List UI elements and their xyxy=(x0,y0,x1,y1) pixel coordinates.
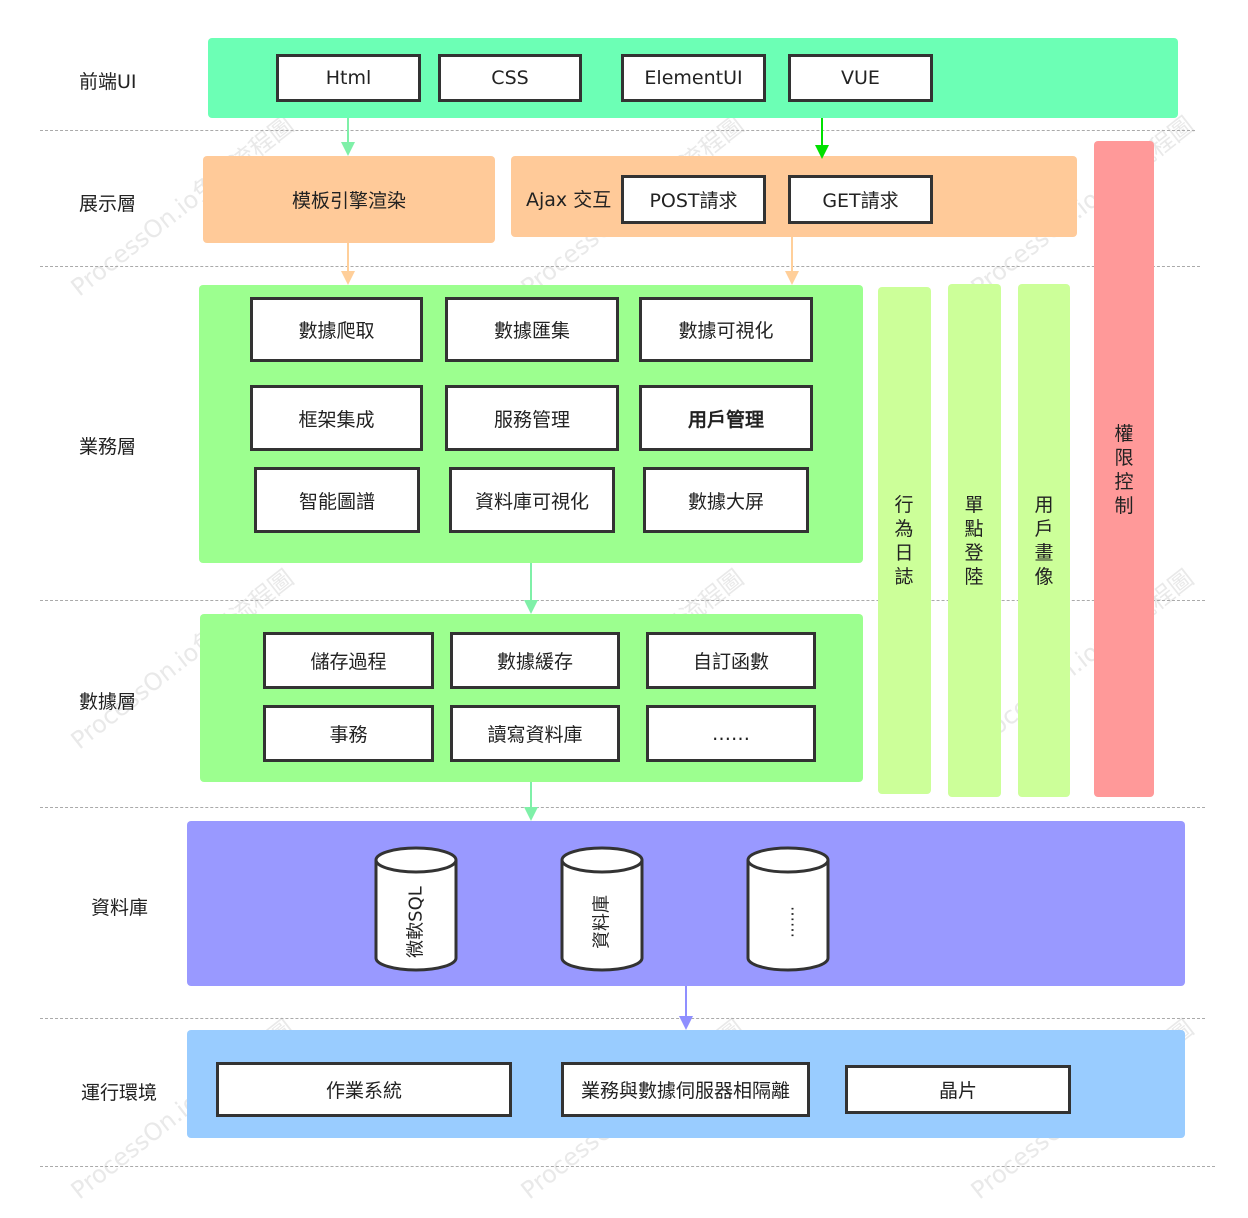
data-layer-item: 讀寫資料庫 xyxy=(450,705,620,762)
frontend-item-vue: VUE xyxy=(788,54,933,102)
get-request-box: GET請求 xyxy=(788,175,933,224)
database-cylinder-more xyxy=(746,846,830,972)
user-profile-label: 用戶畫像 xyxy=(1034,494,1054,588)
business-item: 服務管理 xyxy=(445,385,619,451)
layer-label-presentation: 展示層 xyxy=(79,193,137,215)
data-layer-item: 事務 xyxy=(263,705,434,762)
frontend-item-html: Html xyxy=(276,54,421,102)
data-layer-item: 自訂函數 xyxy=(646,632,816,689)
business-item: 數據大屏 xyxy=(643,467,809,533)
database-panel xyxy=(187,821,1185,986)
business-item: 用戶管理 xyxy=(639,385,813,451)
business-item: 數據匯集 xyxy=(445,297,619,362)
sso-label: 單點登陸 xyxy=(964,494,984,588)
layer-label-frontend: 前端UI xyxy=(79,71,137,93)
database-label-db: 資料庫 xyxy=(592,895,613,949)
arrow-business-to-data xyxy=(524,563,538,614)
separator xyxy=(40,266,1200,267)
arrow-vue-to-get xyxy=(815,118,829,159)
business-item: 智能圖譜 xyxy=(254,467,420,533)
frontend-item-css: CSS xyxy=(438,54,582,102)
database-label-more: …… xyxy=(779,906,798,938)
template-engine-label: 模板引擎渲染 xyxy=(291,190,406,212)
arrow-data-to-database xyxy=(524,782,538,821)
business-item: 資料庫可視化 xyxy=(449,467,615,533)
arrow-html-to-template xyxy=(341,118,355,156)
behavior-log-label: 行為日誌 xyxy=(894,494,914,588)
data-layer-item: 儲存過程 xyxy=(263,632,434,689)
layer-label-runtime: 運行環境 xyxy=(81,1082,158,1104)
layer-label-database: 資料庫 xyxy=(91,897,149,919)
permission-panel xyxy=(1094,141,1154,797)
template-engine-panel xyxy=(203,156,495,243)
database-cylinder-mssql xyxy=(374,846,458,972)
permission-label: 權限控制 xyxy=(1114,423,1134,517)
separator xyxy=(40,130,1195,131)
database-cylinder-db xyxy=(560,846,644,972)
separator xyxy=(40,1166,1215,1167)
data-layer-item: …… xyxy=(646,705,816,762)
business-item: 框架集成 xyxy=(250,385,423,451)
runtime-item: 晶片 xyxy=(845,1065,1071,1114)
frontend-item-elementui: ElementUI xyxy=(621,54,766,102)
layer-label-data: 數據層 xyxy=(79,691,137,713)
database-label-mssql: 微軟SQL xyxy=(406,886,427,958)
arrow-ajax-to-business xyxy=(785,237,799,285)
layer-label-business: 業務層 xyxy=(79,436,137,458)
separator xyxy=(40,600,1205,601)
runtime-item: 作業系統 xyxy=(216,1062,512,1117)
behavior-log-panel xyxy=(878,287,931,794)
separator xyxy=(40,1018,1205,1019)
arrow-template-to-business xyxy=(341,243,355,285)
runtime-item: 業務與數據伺服器相隔離 xyxy=(561,1062,810,1117)
arrow-database-to-runtime xyxy=(679,986,693,1030)
separator xyxy=(40,807,1205,808)
sso-panel xyxy=(948,284,1001,797)
post-request-box: POST請求 xyxy=(621,175,766,224)
business-item: 數據可視化 xyxy=(639,297,813,362)
data-layer-item: 數據緩存 xyxy=(450,632,620,689)
business-item: 數據爬取 xyxy=(250,297,423,362)
ajax-label: Ajax 交互 xyxy=(526,189,612,211)
user-profile-panel xyxy=(1018,284,1070,797)
